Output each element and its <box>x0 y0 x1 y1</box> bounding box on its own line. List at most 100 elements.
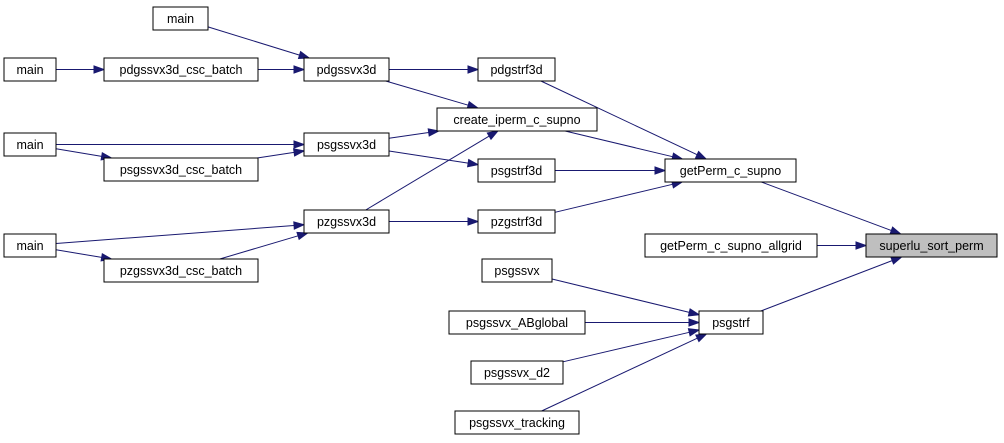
edge-psgssvx-to-psgstrf <box>551 278 701 317</box>
edge-arrowhead <box>654 166 667 175</box>
edge-main_1-to-pdgssvx3d <box>207 26 311 60</box>
edge-arrowhead <box>890 256 903 265</box>
edge-pzgssvx3d_csc_batch-to-pzgssvx3d <box>219 231 310 260</box>
node-psgstrf3d[interactable]: psgstrf3d <box>477 158 556 183</box>
node-psgssvx-tracking[interactable]: psgssvx_tracking <box>454 410 580 435</box>
edge-line <box>219 235 299 260</box>
node-pzgssvx3d-csc-batch[interactable]: pzgssvx3d_csc_batch <box>103 258 259 283</box>
edge-psgstrf-to-superlu_sort_perm <box>760 256 903 312</box>
node-create-iperm-c-supno[interactable]: create_iperm_c_supno <box>436 107 598 132</box>
edge-arrowhead <box>296 231 310 241</box>
node-psgstrf[interactable]: psgstrf <box>698 310 764 335</box>
edge-arrowhead <box>889 226 903 235</box>
node-label: pdgssvx3d_csc_batch <box>120 63 243 77</box>
edge-main_4-to-pzgssvx3d <box>55 221 306 244</box>
edge-line <box>55 148 102 157</box>
edge-arrowhead <box>695 333 708 343</box>
edge-arrowhead <box>427 128 441 137</box>
node-pzgstrf3d[interactable]: pzgstrf3d <box>477 209 556 234</box>
edge-psgssvx3d-to-psgstrf3d <box>388 150 480 168</box>
edge-line <box>760 260 893 312</box>
node-pdgstrf3d[interactable]: pdgstrf3d <box>477 57 556 82</box>
edge-arrowhead <box>93 65 106 74</box>
node-label: psgssvx_d2 <box>484 366 550 380</box>
edge-arrowhead <box>293 65 306 74</box>
edge-arrowhead <box>467 217 480 226</box>
edge-line <box>385 80 469 106</box>
edge-psgssvx_ABglobal-to-psgstrf <box>585 318 701 327</box>
node-label: getPerm_c_supno <box>680 164 782 178</box>
edge-getPerm_c_supno_allgrid-to-superlu_sort_perm <box>817 241 868 250</box>
edge-arrowhead <box>687 308 701 317</box>
edge-line <box>388 132 429 139</box>
node-label: psgstrf <box>712 316 750 330</box>
edge-line <box>388 150 469 164</box>
edge-line <box>55 249 102 258</box>
edge-line <box>365 135 490 211</box>
edge-psgssvx3d_csc_batch-to-psgssvx3d <box>257 148 306 159</box>
edge-psgssvx_d2-to-psgstrf <box>562 328 701 363</box>
edge-line <box>55 225 295 244</box>
edge-line <box>551 278 690 313</box>
edge-create_iperm_c_supno-to-getPerm_c_supno <box>564 130 684 161</box>
edge-getPerm_c_supno-to-superlu_sort_perm <box>761 181 903 235</box>
edge-pdgstrf3d-to-getPerm_c_supno <box>540 80 708 160</box>
edge-line <box>541 337 698 412</box>
node-label: main <box>16 239 43 253</box>
edge-arrowhead <box>855 241 868 250</box>
node-psgssvx-abglobal[interactable]: psgssvx_ABglobal <box>448 310 586 335</box>
node-label: pzgstrf3d <box>491 215 542 229</box>
node-psgssvx3d-csc-batch[interactable]: psgssvx3d_csc_batch <box>103 157 259 182</box>
edge-arrowhead <box>293 148 306 157</box>
edge-arrowhead <box>486 130 500 141</box>
node-label: main <box>16 63 43 77</box>
edge-arrowhead <box>467 65 480 74</box>
edge-line <box>540 80 698 156</box>
node-main-1[interactable]: main <box>152 6 209 31</box>
node-main-2[interactable]: main <box>3 57 57 82</box>
edge-arrowhead <box>293 221 306 230</box>
node-label: create_iperm_c_supno <box>453 113 580 127</box>
node-label: main <box>167 12 194 26</box>
node-label: main <box>16 138 43 152</box>
edge-arrowhead <box>293 140 306 149</box>
edge-main_2-to-pdgssvx3d_csc_batch <box>56 65 106 74</box>
edges-layer <box>55 26 903 412</box>
edge-main_3-to-psgssvx3d_csc_batch <box>55 148 113 161</box>
edge-pzgssvx3d-to-pzgstrf3d <box>389 217 480 226</box>
edge-pdgssvx3d_csc_batch-to-pdgssvx3d <box>258 65 306 74</box>
node-getperm-c-supno[interactable]: getPerm_c_supno <box>664 158 797 183</box>
node-pzgssvx3d[interactable]: pzgssvx3d <box>303 209 390 234</box>
nodes-layer: superlu_sort_perm getPerm_c_supno getPer… <box>3 6 998 435</box>
node-psgssvx3d[interactable]: psgssvx3d <box>303 132 390 157</box>
node-label: getPerm_c_supno_allgrid <box>660 239 802 253</box>
edge-arrowhead <box>687 328 701 337</box>
node-psgssvx[interactable]: psgssvx <box>481 258 553 283</box>
node-label: psgssvx_ABglobal <box>466 316 568 330</box>
node-main-4[interactable]: main <box>3 233 57 258</box>
edge-arrowhead <box>466 158 480 168</box>
edge-pzgstrf3d-to-getPerm_c_supno <box>554 180 684 213</box>
edge-psgssvx3d-to-create_iperm_c_supno <box>388 128 441 139</box>
node-label: psgssvx3d <box>317 138 376 152</box>
edge-line <box>761 181 892 231</box>
node-label: superlu_sort_perm <box>879 239 983 253</box>
node-psgssvx-d2[interactable]: psgssvx_d2 <box>470 360 564 385</box>
node-label: pdgssvx3d <box>317 63 377 77</box>
node-main-3[interactable]: main <box>3 132 57 157</box>
edge-pzgssvx3d-to-create_iperm_c_supno <box>365 130 500 211</box>
node-pdgssvx3d[interactable]: pdgssvx3d <box>303 57 390 82</box>
edge-line <box>257 151 295 159</box>
edge-line <box>562 331 690 363</box>
node-pdgssvx3d-csc-batch[interactable]: pdgssvx3d_csc_batch <box>103 57 259 82</box>
edge-psgstrf3d-to-getPerm_c_supno <box>555 166 667 175</box>
edge-main_3-to-psgssvx3d <box>56 140 306 149</box>
edge-line <box>564 130 673 158</box>
edge-pdgssvx3d-to-pdgstrf3d <box>389 65 480 74</box>
node-label: psgstrf3d <box>491 164 542 178</box>
node-getperm-c-supno-allgrid[interactable]: getPerm_c_supno_allgrid <box>644 233 818 258</box>
node-label: pdgstrf3d <box>490 63 542 77</box>
node-superlu-sort-perm[interactable]: superlu_sort_perm <box>865 233 998 258</box>
node-label: psgssvx3d_csc_batch <box>120 163 242 177</box>
edge-arrowhead <box>694 150 708 160</box>
